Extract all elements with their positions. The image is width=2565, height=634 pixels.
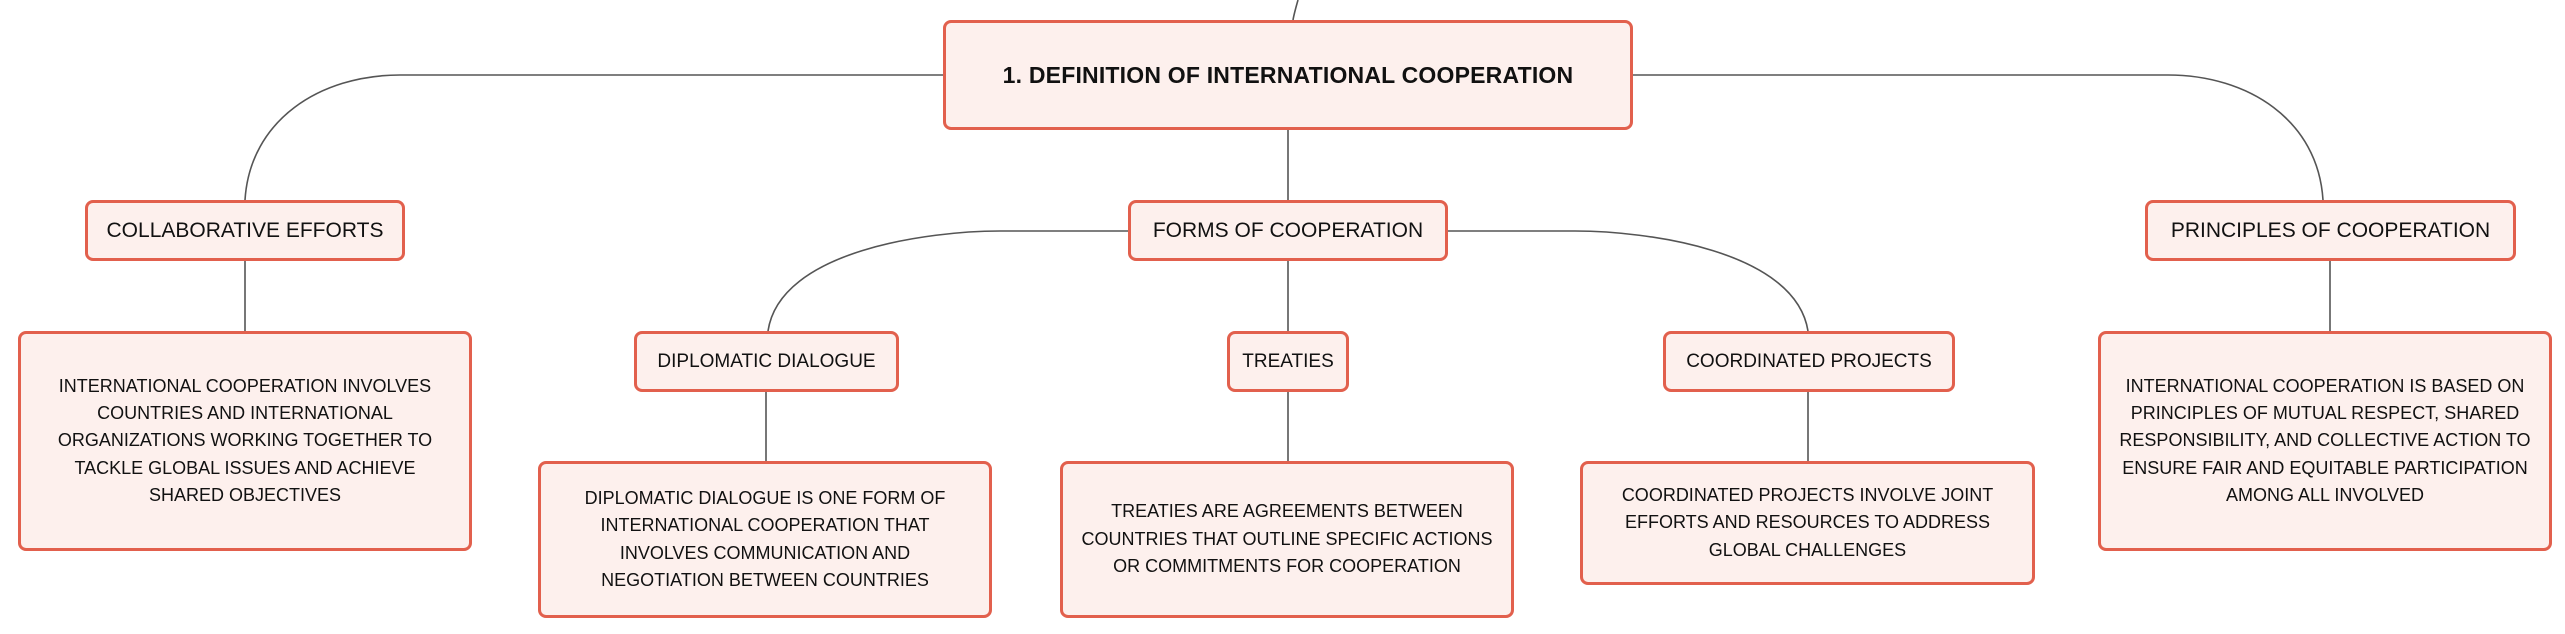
treaties-description[interactable]: TREATIES ARE AGREEMENTS BETWEEN COUNTRIE…	[1060, 461, 1514, 618]
connector-parent-to-root	[1292, 0, 1299, 21]
forms-of-cooperation-label: FORMS OF COOPERATION	[1152, 218, 1424, 242]
collaborative-efforts-node[interactable]: COLLABORATIVE EFFORTS	[85, 200, 405, 261]
diplomatic-dialogue-label: DIPLOMATIC DIALOGUE	[657, 350, 876, 372]
treaties-label: TREATIES	[1242, 350, 1334, 372]
collaborative-efforts-description-text: INTERNATIONAL COOPERATION INVOLVES COUNT…	[57, 375, 433, 506]
root-node[interactable]: 1. DEFINITION OF INTERNATIONAL COOPERATI…	[943, 20, 1633, 130]
connector-root-to-principles	[1633, 74, 2324, 201]
root-node-label: 1. DEFINITION OF INTERNATIONAL COOPERATI…	[1002, 61, 1574, 88]
principles-of-cooperation-node[interactable]: PRINCIPLES OF COOPERATION	[2145, 200, 2516, 261]
forms-of-cooperation-node[interactable]: FORMS OF COOPERATION	[1128, 200, 1448, 261]
treaties-description-text: TREATIES ARE AGREEMENTS BETWEEN COUNTRIE…	[1081, 501, 1493, 577]
coordinated-projects-description-text: COORDINATED PROJECTS INVOLVE JOINT EFFOR…	[1621, 484, 1994, 560]
principles-of-cooperation-label: PRINCIPLES OF COOPERATION	[2170, 218, 2491, 242]
connector-forms-to-diplomatic	[767, 230, 1128, 332]
collaborative-efforts-description[interactable]: INTERNATIONAL COOPERATION INVOLVES COUNT…	[18, 331, 472, 551]
principles-description-text: INTERNATIONAL COOPERATION IS BASED ON PR…	[2119, 375, 2531, 506]
diplomatic-dialogue-description[interactable]: DIPLOMATIC DIALOGUE IS ONE FORM OF INTER…	[538, 461, 992, 618]
diplomatic-dialogue-node[interactable]: DIPLOMATIC DIALOGUE	[634, 331, 899, 392]
treaties-node[interactable]: TREATIES	[1227, 331, 1349, 392]
connector-root-to-collaborative	[244, 74, 943, 201]
collaborative-efforts-label: COLLABORATIVE EFFORTS	[106, 218, 384, 242]
coordinated-projects-node[interactable]: COORDINATED PROJECTS	[1663, 331, 1955, 392]
diplomatic-dialogue-description-text: DIPLOMATIC DIALOGUE IS ONE FORM OF INTER…	[584, 487, 946, 590]
coordinated-projects-label: COORDINATED PROJECTS	[1686, 350, 1932, 372]
principles-description[interactable]: INTERNATIONAL COOPERATION IS BASED ON PR…	[2098, 331, 2552, 551]
coordinated-projects-description[interactable]: COORDINATED PROJECTS INVOLVE JOINT EFFOR…	[1580, 461, 2035, 585]
connector-forms-to-coordinated	[1448, 230, 1809, 332]
